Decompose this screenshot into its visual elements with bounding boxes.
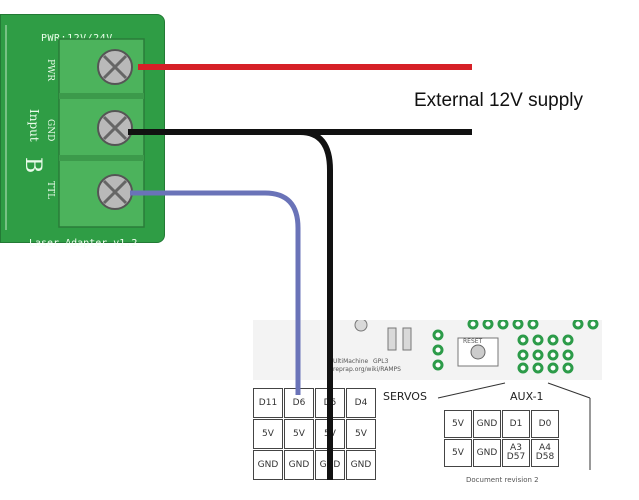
servo-pin-cell: GND — [253, 450, 283, 480]
screw-pwr-icon — [97, 49, 133, 85]
servo-pin-cell: 5V — [346, 419, 376, 449]
servo-pin-cell: GND — [284, 450, 314, 480]
aux-pin-cell: D0 — [531, 410, 559, 438]
supply-label: External 12V supply — [414, 90, 583, 111]
laser-adapter-board: PWR:12V/24V PWR GND TTL Input B Laser Ad… — [0, 14, 165, 249]
aux-pin-cell: A4 D58 — [531, 439, 559, 467]
pin-label-gnd: GND — [45, 119, 55, 142]
input-label: Input — [27, 109, 41, 142]
servo-pin-cell: 5V — [315, 419, 345, 449]
pin-label-ttl: TTL — [45, 181, 55, 200]
servo-pin-cell: GND — [346, 450, 376, 480]
document-revision: Document revision 2 — [466, 476, 539, 484]
pcb-text-maker: UltiMachine — [333, 358, 369, 365]
servo-pin-cell: D5 — [315, 388, 345, 418]
servo-pin-cell: D6 — [284, 388, 314, 418]
terminal-block — [5, 25, 145, 230]
servo-pin-cell: D4 — [346, 388, 376, 418]
servos-label: SERVOS — [383, 390, 427, 403]
screw-ttl-icon — [97, 174, 133, 210]
aux-pin-cell: GND — [473, 439, 501, 467]
screw-gnd-icon — [97, 110, 133, 146]
pcb-text-url: reprap.org/wiki/RAMPS — [333, 366, 401, 373]
pin-label-pwr: PWR — [45, 59, 55, 82]
aux-pin-cell: GND — [473, 410, 501, 438]
servo-pin-cell: GND — [315, 450, 345, 480]
aux-pin-cell: 5V — [444, 439, 472, 467]
board-title: Laser Adapter v1.2 — [29, 238, 138, 249]
servo-pin-cell: D11 — [253, 388, 283, 418]
servo-pin-cell: 5V — [253, 419, 283, 449]
aux-pin-cell: D1 — [502, 410, 530, 438]
servo-pin-cell: 5V — [284, 419, 314, 449]
pcb-text-reset: RESET — [463, 338, 483, 345]
aux-pin-cell: 5V — [444, 410, 472, 438]
controller-board-art: RESET GPL3 reprap.org/wiki/RAMPS UltiMac… — [253, 320, 602, 380]
pcb-drawing — [253, 320, 602, 380]
input-letter: B — [20, 157, 45, 174]
aux-label: AUX-1 — [510, 390, 544, 403]
aux-pin-cell: A3 D57 — [502, 439, 530, 467]
pcb-text-gpl: GPL3 — [373, 358, 389, 365]
